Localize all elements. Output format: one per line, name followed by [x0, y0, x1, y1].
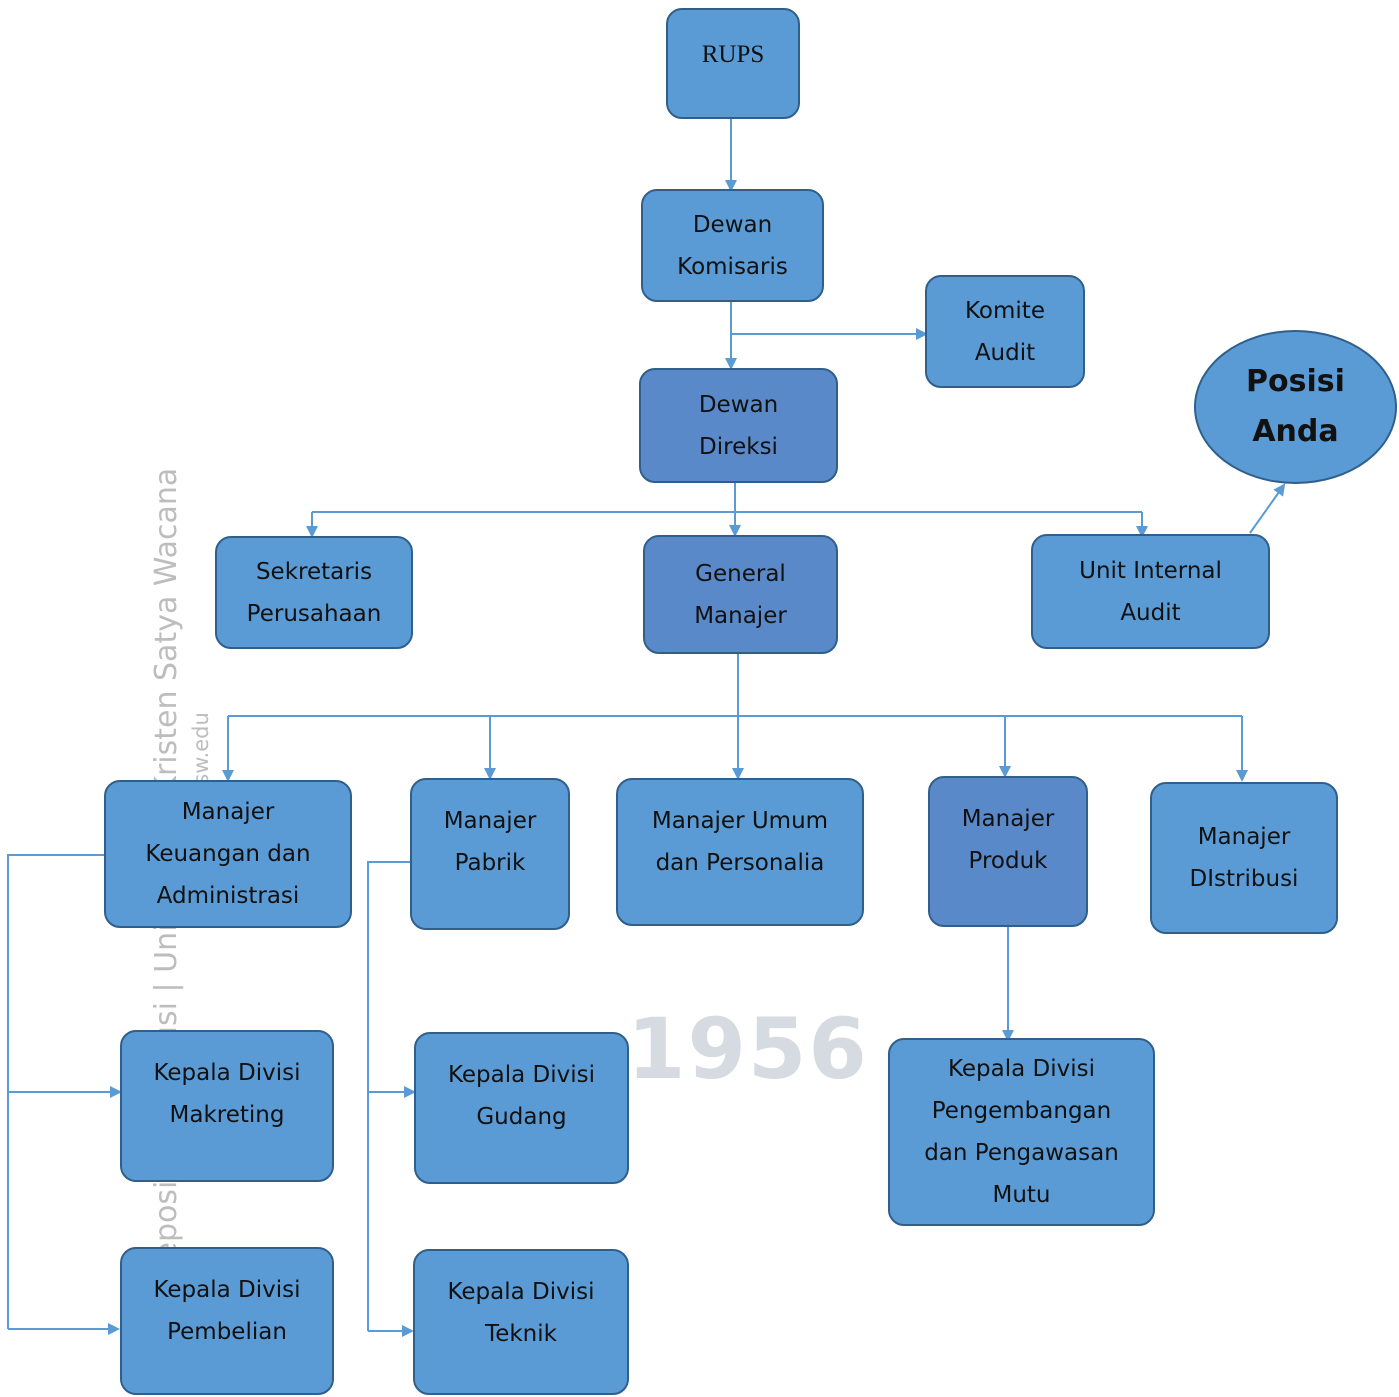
- node-kadiv-pembelian: Kepala Divisi Pembelian: [120, 1247, 334, 1395]
- node-manajer-pabrik: Manajer Pabrik: [410, 778, 570, 930]
- node-general-manajer: General Manajer: [643, 535, 838, 654]
- connector-keuangan-trunk: [7, 854, 104, 1329]
- node-kadiv-gudang: Kepala Divisi Gudang: [414, 1032, 629, 1184]
- node-unit-internal-audit: Unit Internal Audit: [1031, 534, 1270, 649]
- node-dewan-direksi: Dewan Direksi: [639, 368, 838, 483]
- node-manajer-umum: Manajer Umum dan Personalia: [616, 778, 864, 926]
- node-kadiv-mutu: Kepala Divisi Pengembangan dan Pengawasa…: [888, 1038, 1155, 1226]
- node-manajer-produk: Manajer Produk: [928, 776, 1088, 927]
- node-dewan-komisaris: Dewan Komisaris: [641, 189, 824, 302]
- node-manajer-keuangan: Manajer Keuangan dan Administrasi: [104, 780, 352, 928]
- node-komite-audit: Komite Audit: [925, 275, 1085, 388]
- connector-audit-posisi: [1249, 483, 1286, 534]
- node-rups: RUPS: [666, 8, 800, 119]
- node-kadiv-teknik: Kepala Divisi Teknik: [413, 1249, 629, 1395]
- node-sekretaris: Sekretaris Perusahaan: [215, 536, 413, 649]
- watermark-year: 1956: [627, 1000, 869, 1098]
- node-manajer-distribusi: Manajer DIstribusi: [1150, 782, 1338, 934]
- node-posisi-anda: Posisi Anda: [1194, 330, 1397, 484]
- connector-pabrik-trunk: [367, 861, 410, 1331]
- node-kadiv-makreting: Kepala Divisi Makreting: [120, 1030, 334, 1182]
